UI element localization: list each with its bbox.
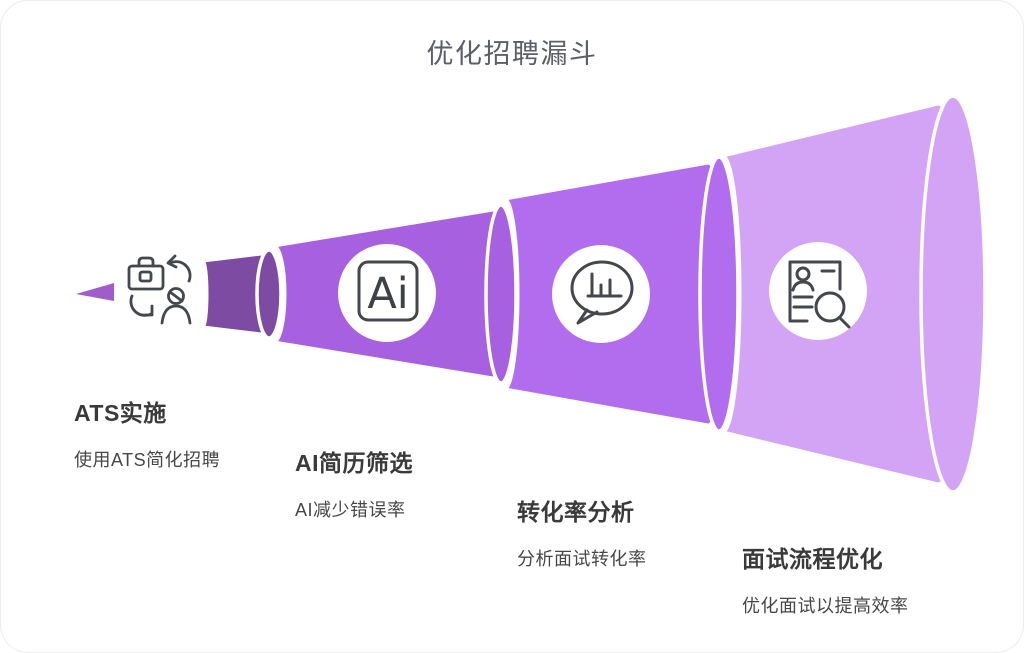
stage4-icon-circle [769,242,867,340]
stage1-description: 使用ATS简化招聘 [74,450,221,470]
stage3-name: 转化率分析 [517,499,635,525]
stage3-cap [698,155,740,433]
stage3-description: 分析面试转化率 [517,549,647,569]
stage4-description: 优化面试以提高效率 [742,596,909,616]
funnel-tip [76,283,114,301]
briefcase-sync-person-icon [127,254,192,325]
stage-label-2: AI简历筛选 AI减少错误率 [295,449,413,520]
funnel-stage-1 [202,248,283,340]
page-title: 优化招聘漏斗 [426,39,598,69]
stage1-name: ATS实施 [74,400,167,426]
speech-bubble-tail [576,308,599,325]
briefcase-body [127,264,165,291]
stage2-description: AI减少错误率 [295,500,406,520]
person-shoulders [160,304,192,325]
sync-arrow-bottom [129,294,153,317]
person-head-slash [168,290,184,303]
ai-badge-frame [357,260,419,322]
sync-arrow-top-head [166,254,178,269]
briefcase-latch [138,270,153,283]
resume-magnifier-icon [769,242,867,340]
sync-arrow-bottom-head [141,304,154,317]
resume-person-head [795,266,811,282]
ai-badge-icon: Ai [338,244,436,342]
stage4-cap [919,94,987,494]
magnifier-handle [838,316,851,329]
stage1-cap [255,248,283,340]
magnifier-lens [814,291,846,323]
ai-badge-text: Ai [367,269,408,319]
stage-label-4: 面试流程优化 优化面试以提高效率 [742,545,909,616]
stage-label-3: 转化率分析 分析面试转化率 [517,498,647,569]
sync-arrow-top [168,260,192,283]
stage2-cap [484,203,518,385]
speech-bubble [570,260,634,316]
stage4-name: 面试流程优化 [742,546,883,572]
stage2-name: AI简历筛选 [295,450,413,476]
resume-outline [788,260,842,323]
stage-label-1: ATS实施 使用ATS简化招聘 [74,399,220,470]
resume-person-shoulders [791,280,815,292]
speech-bubble-chart-icon [552,245,650,343]
person-head [167,287,185,305]
briefcase-handle [137,256,155,268]
